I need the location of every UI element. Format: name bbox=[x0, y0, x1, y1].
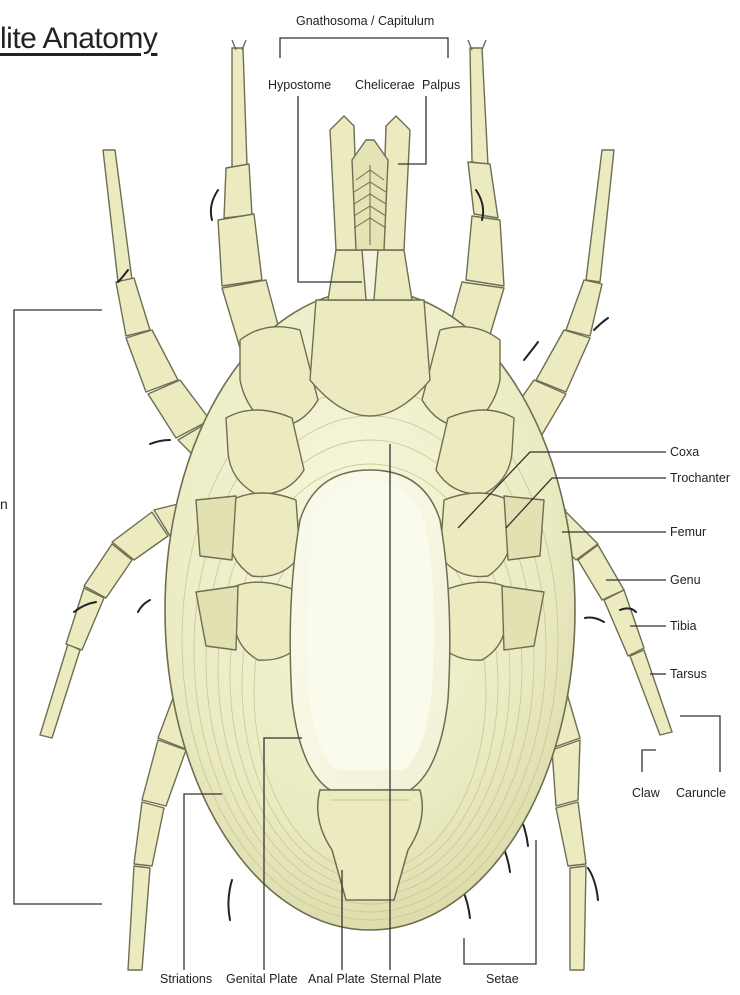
label-caruncle: Caruncle bbox=[676, 786, 726, 800]
label-setae: Setae bbox=[486, 972, 519, 986]
label-gnathosoma: Gnathosoma / Capitulum bbox=[296, 14, 434, 28]
label-trochanter: Trochanter bbox=[670, 471, 730, 485]
gnathosoma bbox=[310, 116, 430, 416]
label-femur: Femur bbox=[670, 525, 706, 539]
label-hypostome: Hypostome bbox=[268, 78, 331, 92]
diagram-title: lite Anatomy bbox=[0, 22, 157, 56]
label-anal-plate: Anal Plate bbox=[308, 972, 365, 986]
label-claw: Claw bbox=[632, 786, 660, 800]
label-coxa: Coxa bbox=[670, 445, 699, 459]
label-tarsus: Tarsus bbox=[670, 667, 707, 681]
label-sternal-plate: Sternal Plate bbox=[370, 972, 442, 986]
label-genital-plate: Genital Plate bbox=[226, 972, 298, 986]
label-genu: Genu bbox=[670, 573, 701, 587]
label-striations: Striations bbox=[160, 972, 212, 986]
cropped-label-fragment: n bbox=[0, 496, 8, 512]
genital-plate-inner bbox=[306, 480, 434, 770]
label-tibia: Tibia bbox=[670, 619, 697, 633]
label-chelicerae: Chelicerae bbox=[355, 78, 415, 92]
label-palpus: Palpus bbox=[422, 78, 460, 92]
